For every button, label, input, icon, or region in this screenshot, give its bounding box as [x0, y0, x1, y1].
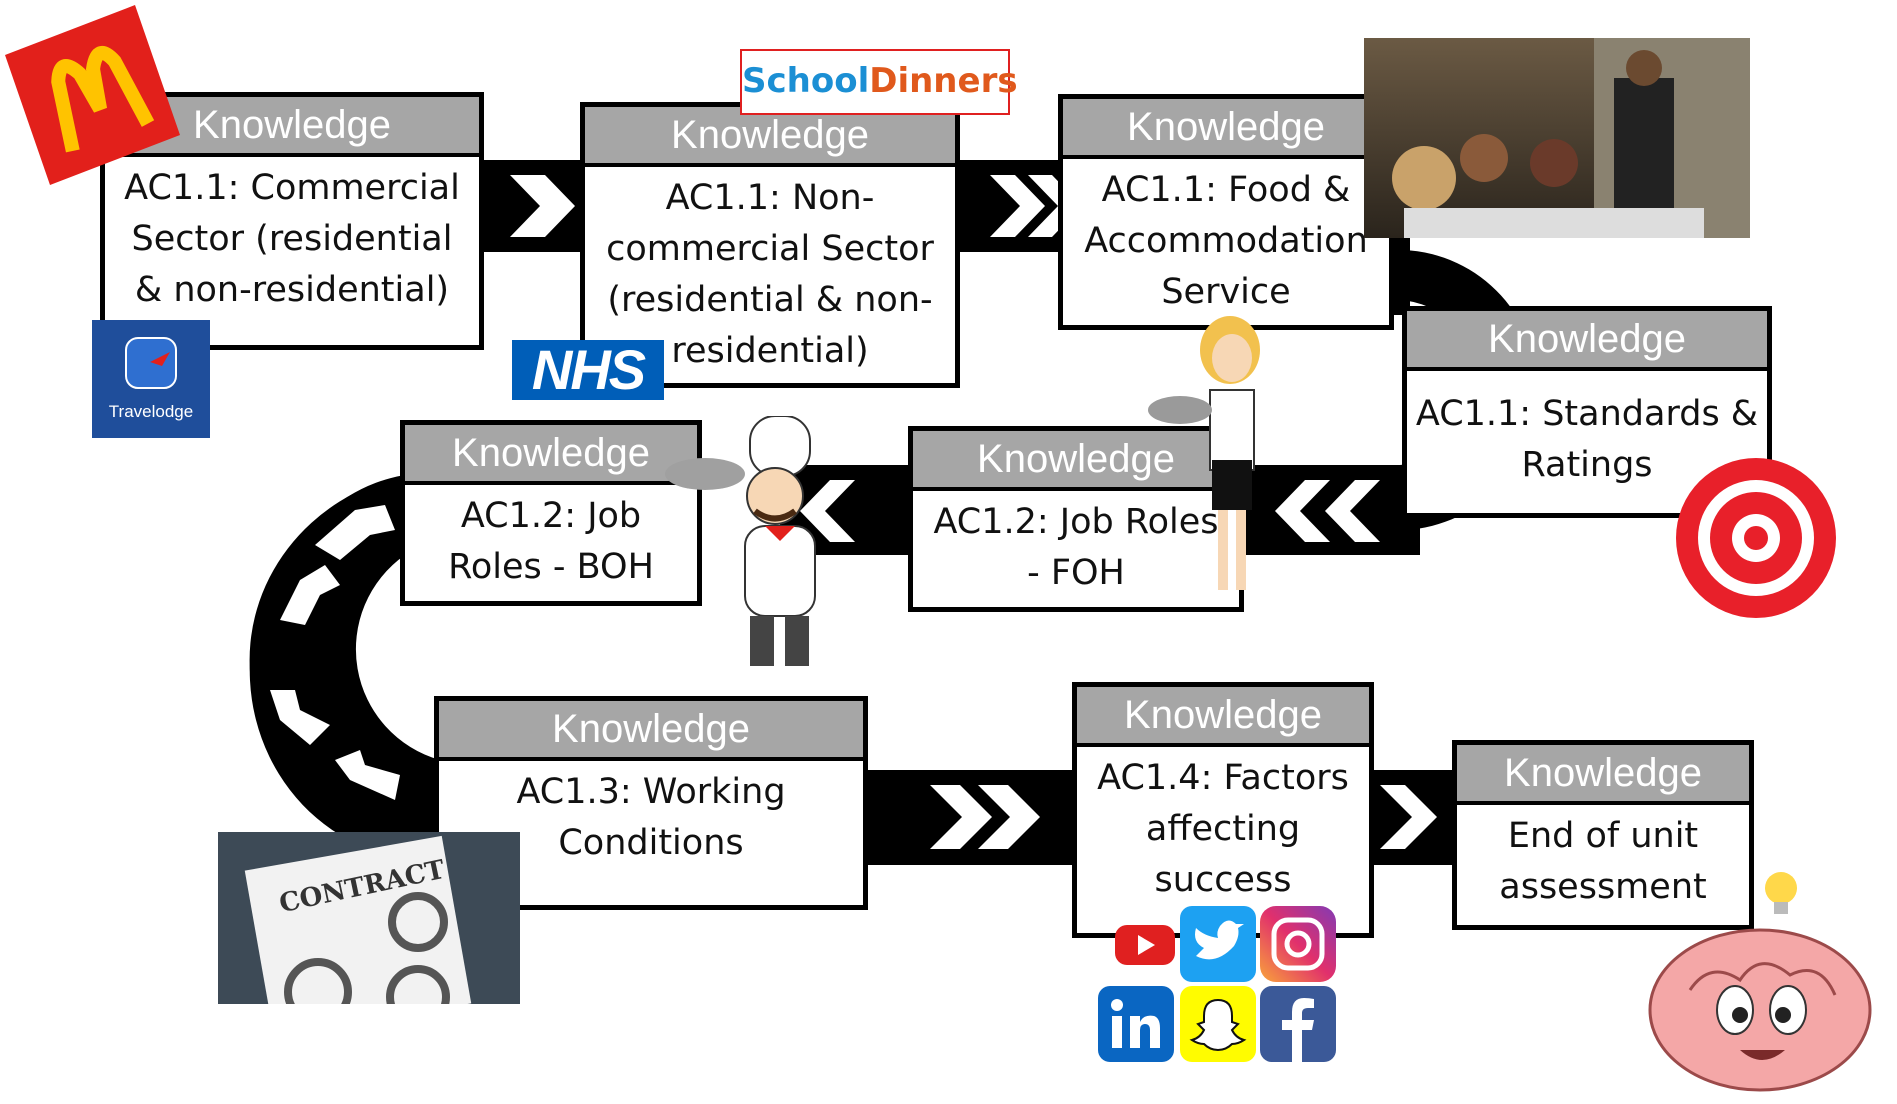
card-line: AC1.4: Factors	[1097, 758, 1349, 798]
card-line: AC1.2: Job Roles	[933, 502, 1219, 542]
card-food-accommodation: Knowledge AC1.1: Food & Accommodation Se…	[1058, 94, 1394, 330]
logo-text: School	[742, 61, 870, 101]
card-line: Conditions	[558, 823, 744, 863]
card-line: End of unit	[1507, 816, 1699, 856]
card-body: AC1.2: Job Roles - BOH	[405, 485, 697, 593]
card-line: residential)	[671, 331, 869, 371]
card-factors-success: Knowledge AC1.4: Factors affecting succe…	[1072, 682, 1374, 938]
brain-icon	[1648, 928, 1872, 1092]
card-line: AC1.1: Commercial	[124, 168, 460, 208]
linkedin-icon	[1098, 986, 1174, 1062]
card-line: assessment	[1499, 867, 1707, 907]
lightbulb-icon	[1765, 872, 1797, 914]
card-header: Knowledge	[913, 431, 1239, 491]
travelodge-emblem-icon	[125, 337, 177, 389]
snapchat-icon	[1180, 986, 1256, 1062]
card-body: AC1.1: Non- commercial Sector (residenti…	[585, 167, 955, 377]
facebook-icon	[1260, 986, 1336, 1062]
logo-text: Dinners	[869, 61, 1018, 101]
chevron-left-icon	[270, 480, 1380, 800]
card-body: AC1.1: Commercial Sector (residential & …	[105, 157, 479, 316]
twitter-icon	[1180, 906, 1256, 982]
card-body: AC1.1: Standards & Ratings	[1407, 371, 1767, 491]
card-line: Service	[1161, 272, 1291, 312]
card-line: (residential & non-	[607, 280, 933, 320]
card-commercial-sector: Knowledge AC1.1: Commercial Sector (resi…	[100, 92, 484, 350]
red-rose-icon	[1676, 458, 1836, 618]
card-line: affecting	[1145, 809, 1301, 849]
card-line: & non-residential)	[134, 270, 450, 310]
chef-icon	[665, 416, 816, 666]
card-header: Knowledge	[439, 701, 863, 761]
card-body: AC1.4: Factors affecting success	[1077, 747, 1369, 906]
nhs-logo: NHS	[512, 340, 664, 400]
logo-text: Travelodge	[108, 402, 194, 421]
youtube-icon	[1115, 925, 1175, 965]
contract-icon: CONTRACT	[218, 832, 520, 1004]
card-body: End of unit assessment	[1457, 805, 1749, 913]
card-line: AC1.1: Non-	[665, 178, 875, 218]
card-line: AC1.3: Working	[516, 772, 786, 812]
card-line: - FOH	[1027, 553, 1125, 593]
card-header: Knowledge	[1457, 745, 1749, 805]
card-header: Knowledge	[585, 107, 955, 167]
card-header: Knowledge	[1063, 99, 1389, 159]
restaurant-photo	[1364, 38, 1750, 238]
card-line: Sector (residential	[131, 219, 453, 259]
card-line: Accommodation	[1084, 221, 1368, 261]
waitress-icon	[1148, 316, 1260, 590]
card-line: Ratings	[1521, 445, 1653, 485]
card-line: AC1.2: Job	[460, 496, 642, 536]
card-line: AC1.1: Standards &	[1415, 394, 1759, 434]
card-header: Knowledge	[1407, 311, 1767, 371]
card-line: commercial Sector	[606, 229, 934, 269]
magnifier-icon	[284, 892, 450, 1004]
card-body: AC1.2: Job Roles - FOH	[913, 491, 1239, 599]
card-end-of-unit: Knowledge End of unit assessment	[1452, 740, 1754, 930]
card-line: success	[1154, 860, 1292, 900]
card-line: AC1.1: Food &	[1101, 170, 1351, 210]
card-job-roles-boh: Knowledge AC1.2: Job Roles - BOH	[400, 420, 702, 606]
card-header: Knowledge	[405, 425, 697, 485]
card-standards-ratings: Knowledge AC1.1: Standards & Ratings	[1402, 306, 1772, 518]
card-body: AC1.1: Food & Accommodation Service	[1063, 159, 1389, 318]
school-dinners-logo: SchoolDinners	[740, 49, 1018, 115]
chevron-right-icon	[930, 785, 1437, 849]
card-body: AC1.3: Working Conditions	[439, 761, 863, 869]
card-header: Knowledge	[1077, 687, 1369, 747]
card-job-roles-foh: Knowledge AC1.2: Job Roles - FOH	[908, 426, 1244, 612]
instagram-icon	[1260, 906, 1336, 982]
mcdonalds-logo-icon	[5, 5, 180, 185]
travelodge-logo: Travelodge	[92, 320, 210, 438]
card-line: Roles - BOH	[448, 547, 654, 587]
